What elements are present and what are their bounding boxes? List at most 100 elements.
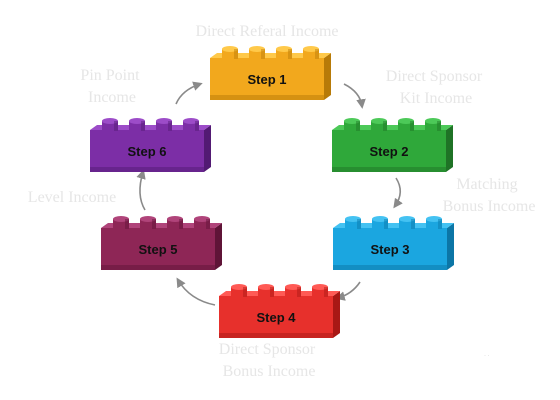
brick-stud-shade <box>234 49 238 59</box>
step-bricks: Step 1 Step 2 Step 3 Step 4 Step 5 Step 6 <box>90 46 454 338</box>
arrow-step5-to-step6 <box>136 169 146 211</box>
brick-front <box>332 130 446 172</box>
brick-stud-shade <box>356 121 360 131</box>
brick-step-3: Step 3 <box>333 216 454 270</box>
income-label-matching-bonus: Matching Bonus Income <box>443 176 536 215</box>
brick-bottom-shade <box>101 265 215 270</box>
brick-top <box>101 223 222 228</box>
brick-stud-shade <box>411 219 415 229</box>
brick-stud-shade <box>243 287 247 297</box>
brick-stud-shade <box>114 121 118 131</box>
brick-stud-top <box>276 46 292 52</box>
brick-bottom-shade <box>90 167 204 172</box>
brick-stud-shade <box>315 49 319 59</box>
brick-front <box>333 228 447 270</box>
arrow-step4-to-step5 <box>176 277 216 306</box>
brick-stud-top <box>285 284 301 290</box>
brick-front <box>101 228 215 270</box>
brick-side <box>215 223 222 270</box>
brick-stud-top <box>344 118 360 124</box>
income-label-pin-point: Pin Point Income <box>80 67 143 106</box>
brick-stud-shade <box>179 219 183 229</box>
brick-stud <box>167 219 183 229</box>
brick-stud <box>222 49 238 59</box>
brick-bottom-shade <box>219 333 333 338</box>
arrow-step6-to-step1 <box>175 81 203 105</box>
brick-stud-shade <box>125 219 129 229</box>
arrow-step2-to-step3 <box>393 177 403 209</box>
income-label-level: Level Income <box>28 189 116 206</box>
brick-stud <box>231 287 247 297</box>
brick-stud-shade <box>288 49 292 59</box>
brick-stud-shade <box>297 287 301 297</box>
brick-stud-shade <box>270 287 274 297</box>
brick-stud-top <box>258 284 274 290</box>
brick-stud <box>140 219 156 229</box>
brick-top <box>332 125 453 130</box>
brick-stud-top <box>372 216 388 222</box>
brick-stud <box>345 219 361 229</box>
step-label: Step 2 <box>369 144 408 159</box>
step-label: Step 4 <box>256 310 296 325</box>
brick-top <box>90 125 211 130</box>
brick-stud-top <box>303 46 319 52</box>
brick-stud-top <box>425 118 441 124</box>
brick-stud <box>371 121 387 131</box>
brick-side <box>204 125 211 172</box>
brick-stud <box>249 49 265 59</box>
step-label: Step 6 <box>127 144 166 159</box>
brick-bottom-shade <box>210 95 324 100</box>
brick-stud <box>194 219 210 229</box>
brick-stud <box>183 121 199 131</box>
brick-top <box>219 291 340 296</box>
brick-stud <box>285 287 301 297</box>
step-label: Step 3 <box>370 242 409 257</box>
brick-stud-top <box>194 216 210 222</box>
brick-stud-top <box>249 46 265 52</box>
brick-stud-top <box>398 118 414 124</box>
brick-stud <box>425 121 441 131</box>
brick-stud-top <box>140 216 156 222</box>
brick-stud-top <box>345 216 361 222</box>
brick-stud-shade <box>324 287 328 297</box>
brick-stud-top <box>102 118 118 124</box>
brick-side <box>333 291 340 338</box>
brick-stud <box>399 219 415 229</box>
step-label: Step 5 <box>138 242 177 257</box>
brick-front <box>219 296 333 338</box>
brick-stud-top <box>399 216 415 222</box>
brick-step-4: Step 4 <box>219 284 340 338</box>
income-label-direct-referal: Direct Referal Income <box>195 23 338 40</box>
brick-stud-top <box>222 46 238 52</box>
brick-stud-shade <box>206 219 210 229</box>
brick-stud <box>276 49 292 59</box>
brick-bottom-shade <box>332 167 446 172</box>
brick-front <box>210 58 324 100</box>
brick-stud-shade <box>195 121 199 131</box>
income-labels: Direct Referal Income Direct Sponsor Kit… <box>28 23 536 380</box>
brick-step-5: Step 5 <box>101 216 222 270</box>
brick-step-1: Step 1 <box>210 46 331 100</box>
brick-stud <box>426 219 442 229</box>
brick-side <box>324 53 331 100</box>
brick-stud-shade <box>141 121 145 131</box>
brick-stud <box>129 121 145 131</box>
brick-stud <box>303 49 319 59</box>
brick-top <box>333 223 454 228</box>
brick-stud-top <box>426 216 442 222</box>
brick-stud-top <box>371 118 387 124</box>
brick-stud-top <box>231 284 247 290</box>
brick-stud-shade <box>168 121 172 131</box>
brick-stud-top <box>167 216 183 222</box>
brick-bottom-shade <box>333 265 447 270</box>
brick-side <box>446 125 453 172</box>
brick-step-2: Step 2 <box>332 118 453 172</box>
step-label: Step 1 <box>247 72 286 87</box>
income-label-direct-sponsor-bonus: Direct Sponsor Bonus Income <box>219 341 319 380</box>
brick-stud <box>156 121 172 131</box>
brick-stud <box>113 219 129 229</box>
brick-stud <box>372 219 388 229</box>
income-label-direct-sponsor-kit: Direct Sponsor Kit Income <box>386 68 486 107</box>
brick-stud-top <box>156 118 172 124</box>
